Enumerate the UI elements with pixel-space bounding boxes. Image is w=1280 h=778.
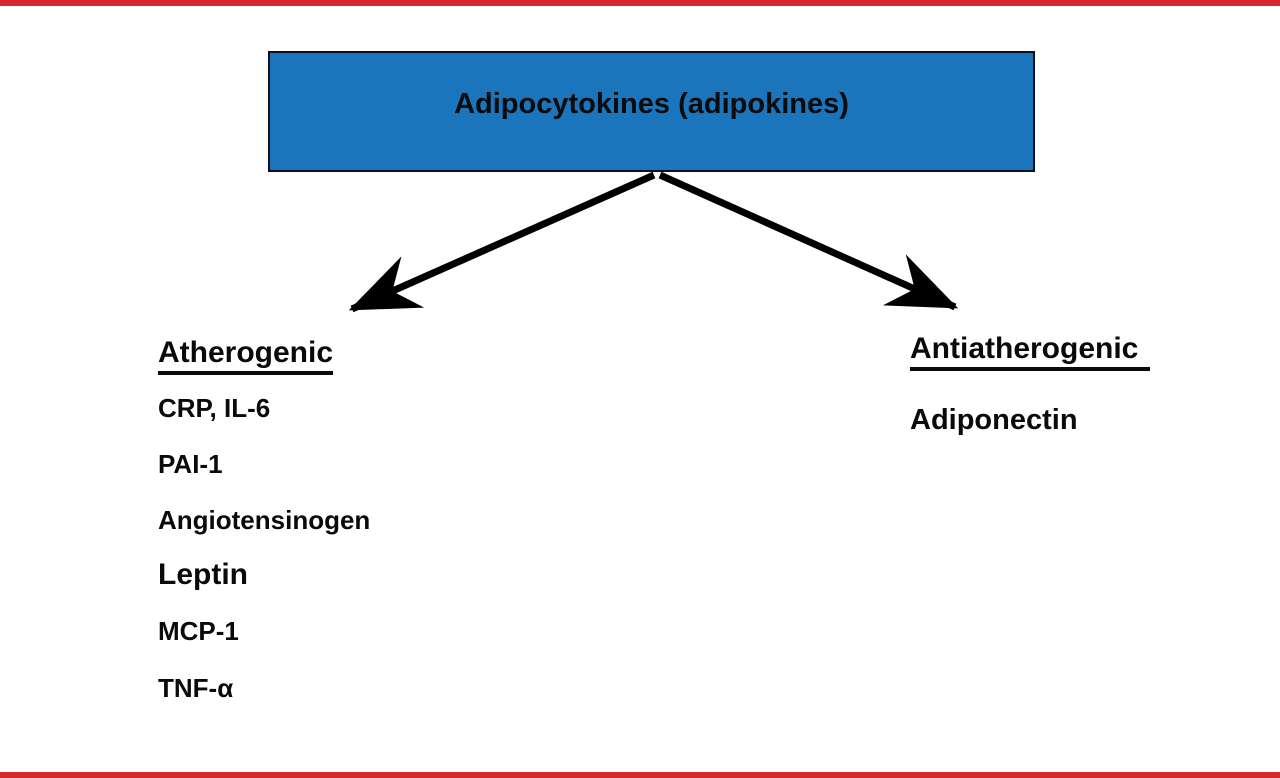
antiatherogenic-branch: Antiatherogenic Adiponectin	[910, 334, 1230, 474]
arrow-left	[348, 171, 656, 313]
antiatherogenic-item-adiponectin: Adiponectin	[910, 404, 1078, 436]
title-box: Adipocytokines (adipokines)	[268, 51, 1035, 172]
atherogenic-item-mcp1: MCP-1	[158, 616, 239, 646]
atherogenic-item-crp-il6: CRP, IL-6	[158, 393, 271, 423]
atherogenic-branch: Atherogenic CRP, IL-6 PAI-1 Angiotensino…	[158, 338, 578, 738]
title-box-label: Adipocytokines (adipokines)	[454, 88, 849, 120]
atherogenic-item-tnf-alpha: TNF-α	[158, 673, 234, 703]
atherogenic-heading: Atherogenic	[158, 338, 334, 375]
atherogenic-item-leptin: Leptin	[158, 558, 248, 591]
bottom-red-rule	[0, 772, 1280, 778]
top-red-rule	[0, 0, 1280, 6]
antiatherogenic-heading: Antiatherogenic	[910, 334, 1151, 371]
arrow-right	[658, 171, 959, 311]
atherogenic-item-pai1: PAI-1	[158, 449, 223, 479]
atherogenic-item-angiotensinogen: Angiotensinogen	[158, 505, 371, 535]
